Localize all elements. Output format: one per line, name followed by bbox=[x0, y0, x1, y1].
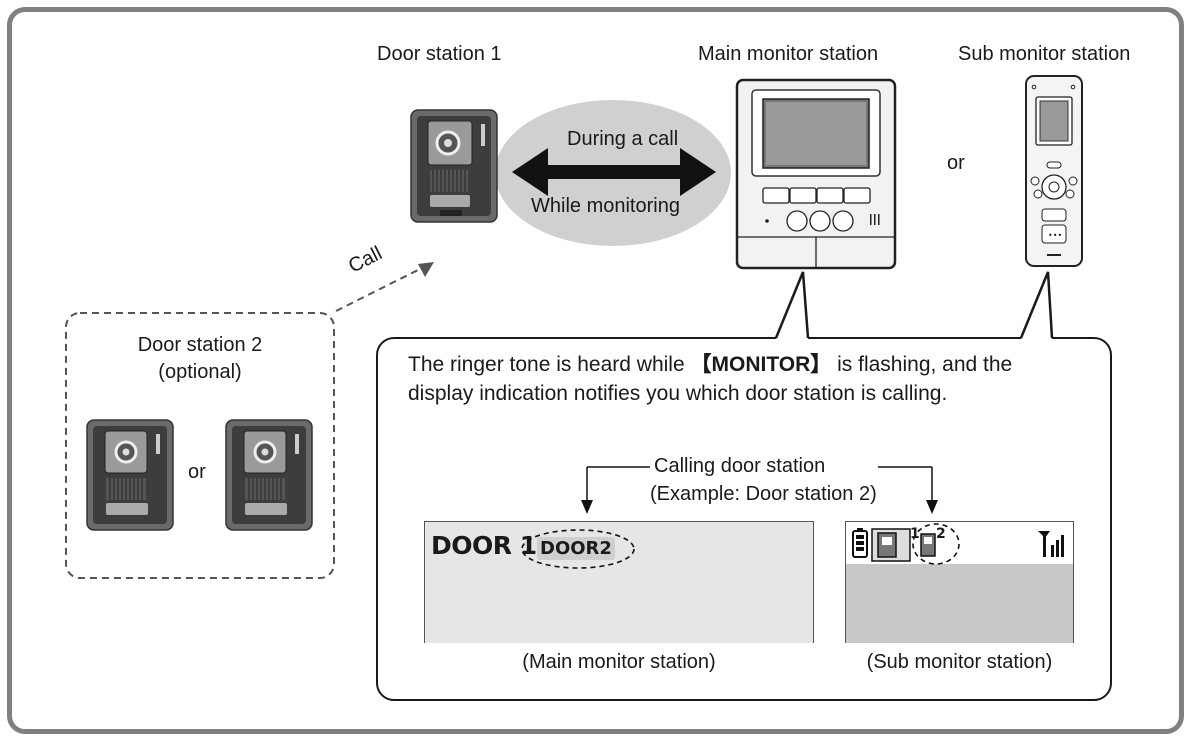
door-station-2-label: Door station 2 bbox=[137, 334, 263, 356]
callout-description: The ringer tone is heard while 【MONITOR】… bbox=[408, 350, 1098, 408]
door-station-1-icon bbox=[871, 528, 911, 562]
door1-indicator: DOOR 1 bbox=[431, 531, 537, 560]
signal-antenna-icon bbox=[1038, 531, 1064, 557]
example-label: (Example: Door station 2) bbox=[650, 483, 877, 505]
main-monitor-label: Main monitor station bbox=[698, 43, 879, 65]
monitor-key-label: 【MONITOR】 bbox=[690, 353, 832, 376]
door-station-2-box bbox=[65, 312, 335, 579]
optional-label: (optional) bbox=[158, 361, 242, 383]
or-bottom-label: or bbox=[188, 461, 206, 483]
main-monitor-device bbox=[735, 78, 897, 270]
callout-line1-a: The ringer tone is heard while bbox=[408, 353, 691, 376]
sub-monitor-device: ••• bbox=[1025, 75, 1083, 267]
door-station-1-device bbox=[410, 109, 498, 223]
door-station-2-icon bbox=[920, 533, 936, 557]
battery-icon bbox=[852, 528, 868, 558]
callout-line1-b: is flashing, and the bbox=[831, 353, 1013, 376]
while-monitoring-label: While monitoring bbox=[531, 195, 680, 217]
svg-text:•••: ••• bbox=[1048, 231, 1062, 240]
door-station-2-device-a bbox=[86, 419, 174, 531]
sub-monitor-label: Sub monitor station bbox=[958, 43, 1131, 65]
sub-number-2: 2 bbox=[936, 526, 946, 542]
callout-line2: display indication notifies you which do… bbox=[408, 382, 948, 405]
or-top-label: or bbox=[947, 152, 965, 174]
door2-indicator: DOOR2 bbox=[537, 537, 615, 560]
call-arrowhead bbox=[418, 262, 434, 277]
sub-number-1: 1 bbox=[910, 526, 920, 542]
sub-monitor-caption: (Sub monitor station) bbox=[866, 651, 1053, 673]
calling-door-station-label: Calling door station bbox=[654, 455, 826, 477]
main-monitor-caption: (Main monitor station) bbox=[522, 651, 716, 673]
main-monitor-screen bbox=[424, 521, 814, 643]
door-station-1-label: Door station 1 bbox=[377, 43, 502, 65]
door-station-2-device-b bbox=[225, 419, 313, 531]
during-call-label: During a call bbox=[567, 128, 679, 150]
double-arrow bbox=[512, 148, 716, 196]
